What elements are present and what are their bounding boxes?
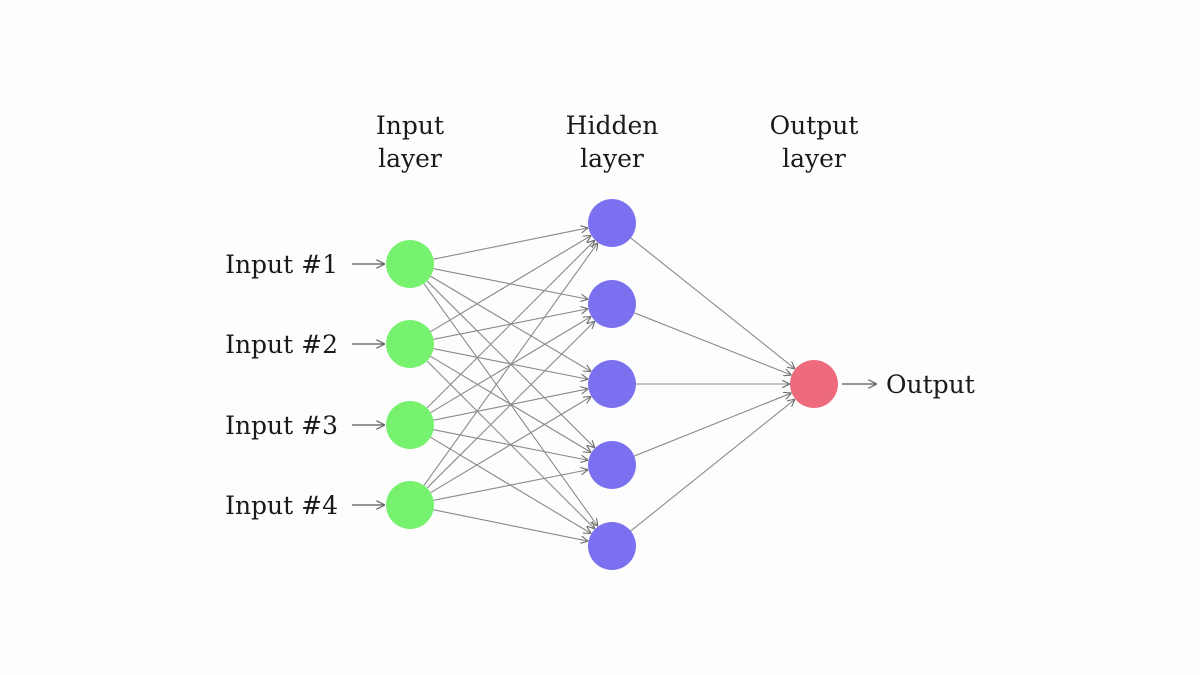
edge-input-4-hidden-5 [433, 509, 588, 541]
input-layer-header: Input layer [376, 111, 444, 173]
output-node [790, 360, 838, 408]
hidden-node-1 [588, 199, 636, 247]
hidden-node-3 [588, 360, 636, 408]
input-layer-header-line1: Input [376, 111, 444, 140]
network-nodes [386, 199, 838, 570]
input-node-2 [386, 320, 434, 368]
edge-hidden-1-output [630, 237, 795, 368]
hidden-node-5 [588, 522, 636, 570]
hidden-layer-header-line1: Hidden [566, 111, 659, 140]
input-label-4: Input #4 [225, 491, 338, 520]
input-arrows [352, 264, 384, 505]
hidden-node-2 [588, 280, 636, 328]
edge-input-4-hidden-3 [430, 397, 591, 494]
input-label-2: Input #2 [225, 330, 338, 359]
input-labels: Input #1 Input #2 Input #3 Input #4 [225, 250, 338, 520]
edge-input-1-hidden-1 [433, 228, 588, 260]
edge-input-4-hidden-4 [433, 470, 588, 501]
edge-hidden-4-output [634, 393, 791, 457]
output-layer-header-line2: layer [782, 144, 846, 173]
edge-input-4-hidden-2 [426, 322, 594, 489]
edge-input-2-hidden-1 [430, 236, 591, 333]
input-label-3: Input #3 [225, 411, 338, 440]
output-layer-header: Output layer [770, 111, 859, 173]
hidden-layer-header-line2: layer [580, 144, 644, 173]
connection-edges [423, 228, 795, 541]
hidden-node-4 [588, 441, 636, 489]
input-layer-header-line2: layer [378, 144, 442, 173]
input-node-3 [386, 401, 434, 449]
input-label-1: Input #1 [225, 250, 338, 279]
edge-hidden-5-output [630, 400, 795, 532]
input-node-4 [386, 481, 434, 529]
output-layer-header-line1: Output [770, 111, 859, 140]
hidden-layer-header: Hidden layer [566, 111, 659, 173]
edge-input-3-hidden-1 [426, 241, 594, 409]
edge-input-4-hidden-1 [423, 243, 597, 486]
edge-hidden-2-output [634, 312, 790, 375]
input-node-1 [386, 240, 434, 288]
output-label: Output [886, 370, 975, 399]
